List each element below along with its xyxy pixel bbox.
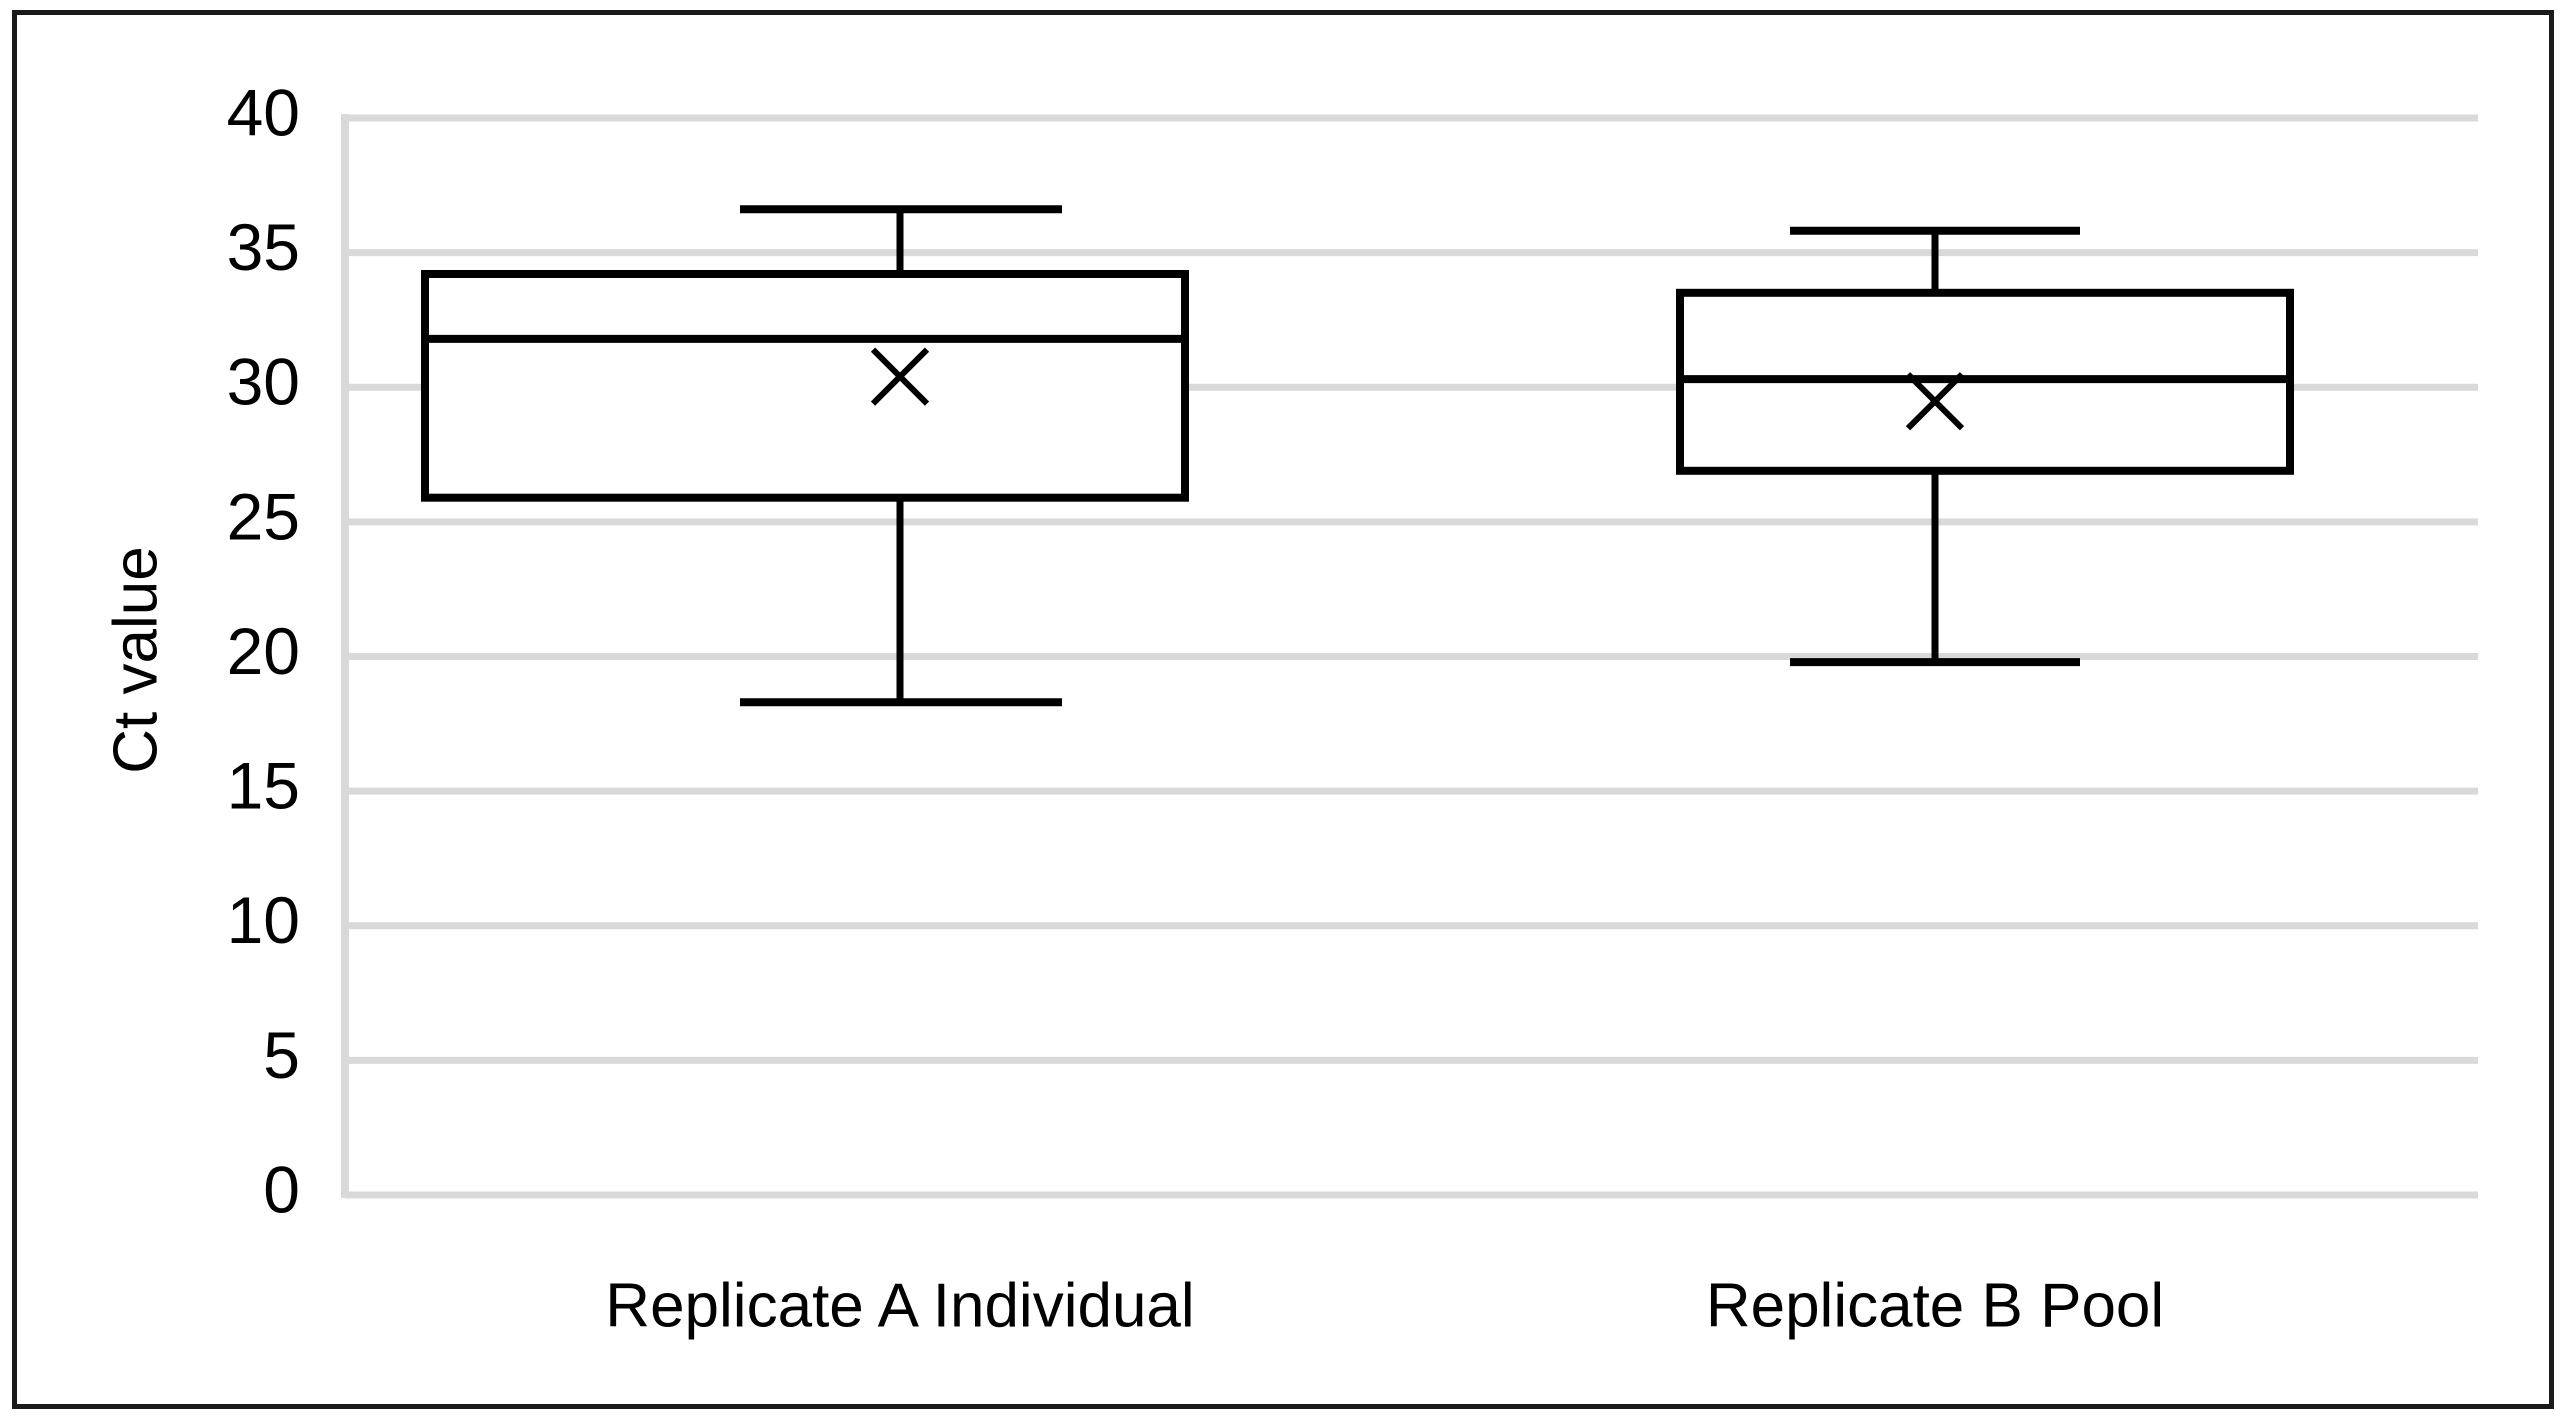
- y-tick-labels-group: 40 35 30 25 20 15 10 5 0: [227, 75, 300, 1226]
- y-axis-title: Ct value: [101, 546, 170, 773]
- chart-border-frame: [12, 10, 2554, 1409]
- mean-cross-marker-b: [1905, 372, 1965, 431]
- y-tick-label-35: 35: [227, 210, 300, 284]
- gridlines-group: [345, 114, 2478, 1199]
- y-tick-label-10: 10: [227, 883, 300, 957]
- boxplot-series-replicate-b-pool[interactable]: [1676, 226, 2294, 667]
- boxplot-series-replicate-a-individual[interactable]: [421, 205, 1189, 707]
- mean-cross-marker-a: [870, 347, 930, 406]
- box-a[interactable]: [421, 270, 1189, 502]
- y-tick-label-20: 20: [227, 614, 300, 688]
- y-tick-label-0: 0: [263, 1152, 300, 1226]
- y-tick-label-15: 15: [227, 749, 300, 823]
- y-tick-label-40: 40: [227, 75, 300, 149]
- x-tick-labels-group: Replicate A Individual Replicate B Pool: [605, 1271, 2164, 1340]
- x-tick-label-replicate-b-pool: Replicate B Pool: [1706, 1271, 2164, 1340]
- x-tick-label-replicate-a-individual: Replicate A Individual: [605, 1271, 1194, 1340]
- y-tick-label-5: 5: [263, 1018, 300, 1092]
- y-tick-label-25: 25: [227, 479, 300, 553]
- y-tick-label-30: 30: [227, 345, 300, 419]
